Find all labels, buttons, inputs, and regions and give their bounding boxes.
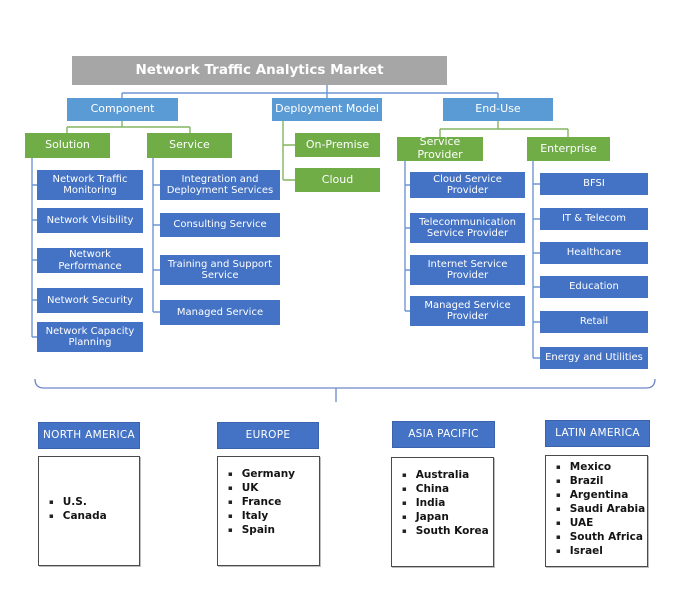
region-header-asia-pacific: ASIA PACIFIC bbox=[392, 421, 495, 448]
leaf-managed-service-provider: Managed Service Provider bbox=[410, 296, 525, 326]
leaf-telecommunication-service-provider: Telecommunication Service Provider bbox=[410, 213, 525, 243]
segment-enterprise: Enterprise bbox=[527, 137, 610, 161]
segment-cloud: Cloud bbox=[295, 168, 380, 192]
country-item: Brazil bbox=[556, 474, 643, 488]
country-item: Argentina bbox=[556, 488, 643, 502]
leaf-education: Education bbox=[540, 276, 648, 298]
leaf-retail: Retail bbox=[540, 311, 648, 333]
branch-end-use: End-Use bbox=[443, 98, 553, 121]
region-list-latin-america: Mexico Brazil Argentina Saudi Arabia UAE… bbox=[545, 455, 648, 567]
segment-solution: Solution bbox=[25, 133, 110, 158]
country-item: U.S. bbox=[49, 495, 135, 509]
region-list-north-america: U.S. Canada bbox=[38, 456, 140, 566]
country-list: Mexico Brazil Argentina Saudi Arabia UAE… bbox=[546, 456, 647, 562]
country-item: South Korea bbox=[402, 524, 489, 538]
country-item: Israel bbox=[556, 544, 643, 558]
country-item: China bbox=[402, 482, 489, 496]
region-header-europe: EUROPE bbox=[217, 422, 319, 449]
root-node-title: Network Traffic Analytics Market bbox=[72, 56, 447, 85]
branch-deployment-model: Deployment Model bbox=[272, 98, 382, 121]
leaf-consulting-service: Consulting Service bbox=[160, 213, 280, 237]
leaf-cloud-service-provider: Cloud Service Provider bbox=[410, 172, 525, 198]
country-item: Spain bbox=[228, 523, 315, 537]
leaf-network-visibility: Network Visibility bbox=[37, 208, 143, 233]
region-header-latin-america: LATIN AMERICA bbox=[545, 420, 650, 447]
country-item: Mexico bbox=[556, 460, 643, 474]
country-item: Italy bbox=[228, 509, 315, 523]
leaf-training-support-service: Training and Support Service bbox=[160, 255, 280, 285]
country-item: India bbox=[402, 496, 489, 510]
leaf-bfsi: BFSI bbox=[540, 173, 648, 195]
leaf-energy-utilities: Energy and Utilities bbox=[540, 347, 648, 369]
country-item: Saudi Arabia bbox=[556, 502, 645, 516]
region-list-europe: Germany UK France Italy Spain bbox=[217, 456, 320, 566]
leaf-managed-service: Managed Service bbox=[160, 300, 280, 325]
country-item: UK bbox=[228, 481, 315, 495]
leaf-integration-deployment-services: Integration and Deployment Services bbox=[160, 170, 280, 200]
segment-service: Service bbox=[147, 133, 232, 158]
leaf-network-capacity-planning: Network Capacity Planning bbox=[37, 322, 143, 352]
country-item: Japan bbox=[402, 510, 489, 524]
country-item: UAE bbox=[556, 516, 643, 530]
country-item: Germany bbox=[228, 467, 315, 481]
region-brace bbox=[34, 378, 656, 402]
region-list-asia-pacific: Australia China India Japan South Korea bbox=[391, 457, 494, 567]
country-item: Canada bbox=[49, 509, 135, 523]
country-list: Australia China India Japan South Korea bbox=[392, 458, 493, 542]
country-item: South Africa bbox=[556, 530, 643, 544]
leaf-network-traffic-monitoring: Network Traffic Monitoring bbox=[37, 170, 143, 200]
leaf-it-telecom: IT & Telecom bbox=[540, 208, 648, 230]
leaf-network-performance: Network Performance bbox=[37, 248, 143, 273]
country-list: Germany UK France Italy Spain bbox=[218, 457, 319, 541]
leaf-healthcare: Healthcare bbox=[540, 242, 648, 264]
leaf-network-security: Network Security bbox=[37, 288, 143, 313]
country-item: France bbox=[228, 495, 315, 509]
region-header-north-america: NORTH AMERICA bbox=[38, 422, 140, 449]
segment-service-provider: Service Provider bbox=[397, 136, 483, 161]
leaf-internet-service-provider: Internet Service Provider bbox=[410, 255, 525, 285]
segment-on-premise: On-Premise bbox=[295, 133, 380, 157]
country-item: Australia bbox=[402, 468, 489, 482]
country-list: U.S. Canada bbox=[39, 495, 139, 527]
branch-component: Component bbox=[67, 98, 178, 121]
